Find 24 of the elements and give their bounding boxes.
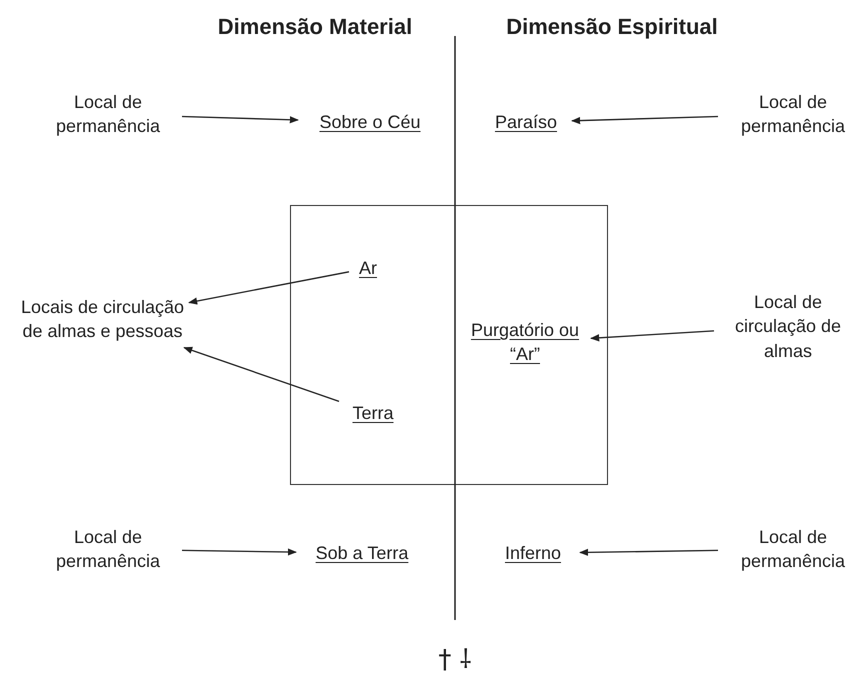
arrow	[183, 346, 340, 402]
place-name: Purgatório ou “Ar”	[463, 318, 587, 367]
arrow	[182, 116, 299, 124]
location-label: Local de permanência	[722, 90, 864, 139]
column-heading: Dimensão Espiritual	[506, 14, 718, 40]
place-name: Paraíso	[484, 110, 568, 134]
symbol-text: † ⸸	[438, 644, 472, 676]
place-name: Terra	[343, 401, 403, 426]
location-label: Local de permanência	[38, 525, 178, 574]
location-label: Local de permanência	[38, 90, 178, 139]
location-label: Locais de circulação de almas e pessoas	[20, 295, 185, 344]
place-name: Ar	[353, 256, 383, 280]
arrow	[579, 548, 718, 556]
arrow	[571, 116, 718, 124]
region-frame	[290, 205, 608, 485]
location-label: Local de circulação de almas	[718, 290, 858, 363]
arrow	[182, 548, 297, 556]
place-name: Sob a Terra	[300, 541, 424, 566]
arrow	[188, 271, 350, 305]
place-name: Sobre o Céu	[302, 110, 438, 134]
column-heading: Dimensão Material	[218, 14, 412, 40]
location-label: Local de permanência	[722, 525, 864, 574]
place-name: Inferno	[490, 541, 576, 566]
arrow	[590, 330, 714, 342]
